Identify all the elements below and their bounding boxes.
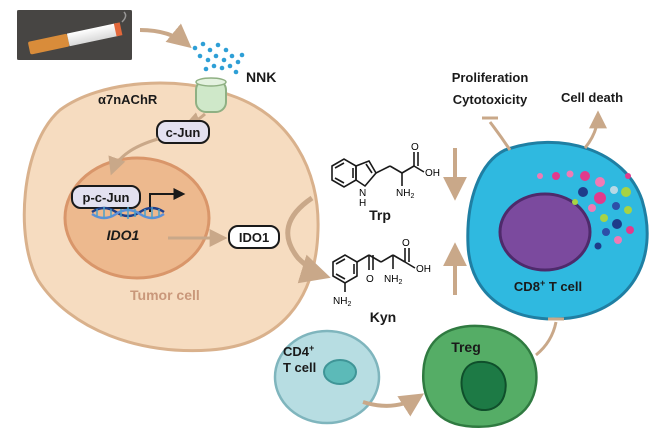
alpha7nachr-receptor [195, 77, 227, 113]
cjun-box [156, 120, 210, 144]
tryptophan-atoms: N H OH O NH2 [359, 142, 440, 209]
cytotoxic-granules [537, 170, 634, 250]
kyn-nh2-a: NH2 [333, 296, 351, 308]
tumor-cell-label: Tumor cell [130, 287, 200, 303]
inhibit-cd8-by-treg [535, 321, 558, 357]
trp-nh-h: H [359, 198, 366, 209]
trp-nh-n: N [359, 188, 366, 199]
arrow-cell-death [583, 110, 607, 149]
kyn-o: O [366, 274, 374, 285]
cd4-label-line1: CD4+ [283, 343, 314, 359]
kynurenine-atoms: NH2 O NH2 OH O [333, 238, 431, 308]
cell-death-label: Cell death [561, 90, 623, 105]
tumor-nucleus [63, 156, 211, 280]
trp-nh2: NH2 [396, 188, 414, 200]
cjun-label: c-Jun [166, 125, 201, 140]
trp-o: O [411, 142, 419, 153]
cd4-nucleus [323, 359, 357, 385]
pcjun-label: p-c-Jun [83, 190, 130, 205]
arrow-trp-to-kyn [285, 195, 331, 284]
trp-label: Trp [369, 207, 391, 223]
arrow-cjun-to-pcjun [108, 137, 159, 176]
arrow-cigarette-to-nnk [139, 23, 192, 49]
kyn-oh: OH [416, 264, 431, 275]
kyn-o2: O [402, 238, 410, 249]
ido1-protein-label: IDO1 [239, 230, 269, 245]
dna-helix-icon [91, 206, 165, 220]
kyn-nh2-b: NH2 [384, 274, 402, 286]
proliferation-label: Proliferation [452, 70, 529, 85]
cigarette-icon [17, 10, 132, 60]
trp-oh: OH [425, 168, 440, 179]
kynurenine-structure [332, 248, 416, 292]
inhibit-proliferation [488, 121, 512, 151]
tryptophan-structure [331, 152, 425, 188]
treg-label: Treg [451, 339, 481, 355]
ido1-protein-box [228, 225, 280, 249]
receptor-label: α7nAChR [98, 92, 158, 107]
nnk-molecules [192, 41, 245, 75]
cytotoxicity-label: Cytotoxicity [453, 92, 528, 107]
nnk-label: NNK [246, 69, 276, 85]
arrow-cd4-to-treg [362, 393, 425, 417]
ido1-gene-label: IDO1 [107, 227, 140, 243]
cd8-label: CD8+ T cell [514, 278, 582, 294]
cd4-label-line2: T cell [283, 360, 316, 375]
treg-nucleus [460, 360, 507, 411]
promoter-arrow-icon [149, 188, 186, 212]
kyn-label: Kyn [370, 309, 396, 325]
cd8-nucleus [498, 192, 592, 272]
